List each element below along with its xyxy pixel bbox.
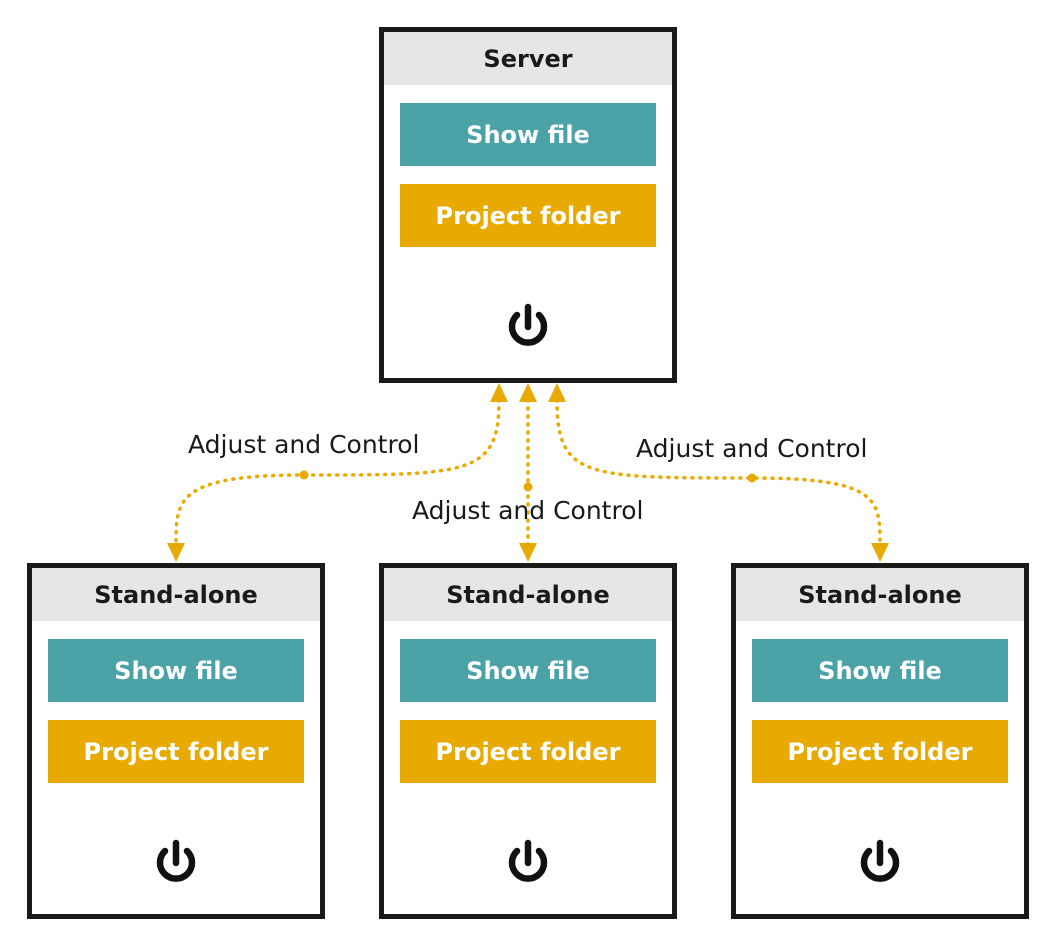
power-icon[interactable] [855, 838, 905, 888]
standalone-title: Stand-alone [384, 568, 672, 621]
connection-label-left: Adjust and Control [188, 430, 420, 459]
connector-center-midpoint [523, 482, 533, 492]
standalone-title: Stand-alone [32, 568, 320, 621]
standalone-3-project-folder-button[interactable]: Project folder [752, 720, 1008, 783]
power-icon[interactable] [503, 838, 553, 888]
arrowhead-right-top [548, 383, 566, 402]
connector-right-midpoint [747, 473, 757, 483]
standalone-title: Stand-alone [736, 568, 1024, 621]
arrowhead-right-bottom [871, 543, 889, 562]
server-project-folder-button[interactable]: Project folder [400, 184, 656, 247]
server-title: Server [384, 32, 672, 85]
standalone-2-show-file-button[interactable]: Show file [400, 639, 656, 702]
standalone-node-2: Stand-alone Show file Project folder [379, 563, 677, 919]
server-node: Server Show file Project folder [379, 27, 677, 383]
power-icon[interactable] [151, 838, 201, 888]
power-icon[interactable] [503, 302, 553, 352]
standalone-3-show-file-button[interactable]: Show file [752, 639, 1008, 702]
connector-right [555, 398, 882, 547]
standalone-node-1: Stand-alone Show file Project folder [27, 563, 325, 919]
server-show-file-button[interactable]: Show file [400, 103, 656, 166]
standalone-1-show-file-button[interactable]: Show file [48, 639, 304, 702]
connector-left-midpoint [299, 470, 309, 480]
connection-label-right: Adjust and Control [636, 434, 868, 463]
arrowhead-left-bottom [167, 543, 185, 562]
standalone-2-project-folder-button[interactable]: Project folder [400, 720, 656, 783]
arrowhead-center-bottom [519, 543, 537, 562]
standalone-node-3: Stand-alone Show file Project folder [731, 563, 1029, 919]
standalone-1-project-folder-button[interactable]: Project folder [48, 720, 304, 783]
arrowhead-left-top [490, 383, 508, 402]
connection-label-center: Adjust and Control [412, 496, 644, 525]
arrowhead-center-top [519, 383, 537, 402]
